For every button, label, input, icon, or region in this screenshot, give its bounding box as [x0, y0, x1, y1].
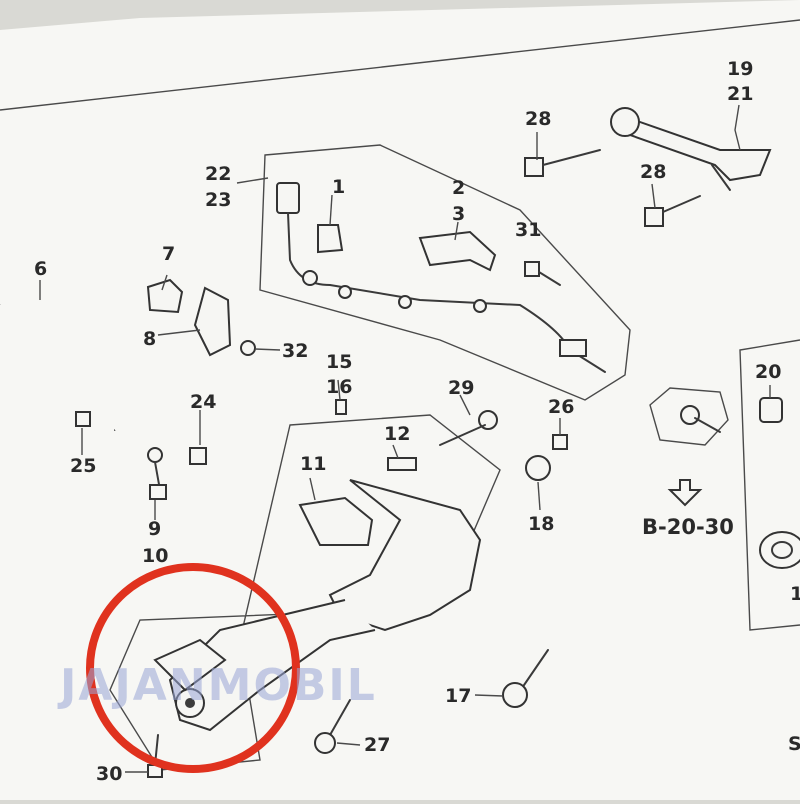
callout-29: 29 [448, 377, 474, 399]
reference-label: B-20-30 [642, 515, 734, 539]
callout-3: 3 [452, 203, 465, 225]
watermark-text: JAJANMOBIL [57, 660, 377, 711]
callout-1: 1 [332, 176, 345, 198]
callout-10: 10 [142, 545, 168, 567]
callout-2: 2 [452, 177, 465, 199]
callout-16: 16 [326, 376, 352, 398]
link-9 [147, 447, 167, 500]
bolt-17 [502, 649, 549, 708]
callout-28-upper: 28 [525, 108, 551, 130]
callout-21: 21 [727, 83, 753, 105]
detail-box [739, 339, 800, 631]
highlight-circle [86, 563, 300, 773]
stabilizer-bar-inner [0, 303, 152, 432]
leader-lines [39, 104, 771, 773]
bolt-32 [240, 340, 256, 356]
bolt-29 [439, 410, 498, 446]
part-1-clip [317, 224, 344, 254]
harness-connector [276, 182, 606, 373]
callout-26: 26 [548, 396, 574, 418]
page-fold-line [0, 19, 800, 111]
callout-31: 31 [515, 219, 541, 241]
callout-24: 24 [190, 391, 216, 413]
detail-housing [759, 531, 800, 569]
part-2-bracket [418, 230, 497, 272]
upper-arm [610, 107, 772, 191]
callout-23: 23 [205, 189, 231, 211]
plate-11 [298, 496, 374, 546]
callout-32: 32 [282, 340, 308, 362]
callout-8: 8 [143, 328, 156, 350]
callout-30: 30 [96, 763, 122, 785]
ball-joint-detail [649, 387, 729, 446]
callout-27: 27 [364, 734, 390, 756]
bolt-28-lower [644, 195, 701, 227]
bolt-31 [524, 261, 561, 286]
callout-18: 18 [528, 513, 554, 535]
bracket-8 [193, 286, 232, 357]
callout-15: 15 [326, 351, 352, 373]
harness-group-box [259, 144, 631, 401]
nut-26 [552, 434, 568, 450]
callout-22: 22 [205, 163, 231, 185]
callout-7: 7 [162, 243, 175, 265]
bushing-7 [146, 278, 184, 314]
callout-11: 11 [300, 453, 326, 475]
callout-20: 20 [755, 361, 781, 383]
callout-19: 19 [727, 58, 753, 80]
lower-arm [153, 479, 482, 732]
callout-12: 12 [384, 423, 410, 445]
partial-label: S [788, 733, 800, 755]
callout-6: 6 [34, 258, 47, 280]
partial-number: 1 [790, 583, 800, 605]
callout-17: 17 [445, 685, 471, 707]
bolt-12 [387, 457, 417, 471]
bushing-25 [75, 411, 91, 427]
washer-18 [525, 455, 551, 481]
arrow-down-icon [667, 479, 703, 507]
bolt-28-upper [524, 149, 601, 177]
part-20 [759, 397, 783, 423]
callout-9: 9 [148, 518, 161, 540]
arm-group-box [109, 414, 501, 771]
bolt-27 [314, 699, 351, 754]
callout-25: 25 [70, 455, 96, 477]
callout-28-lower: 28 [640, 161, 666, 183]
bolt-15 [335, 399, 347, 415]
nut-24 [189, 447, 207, 465]
